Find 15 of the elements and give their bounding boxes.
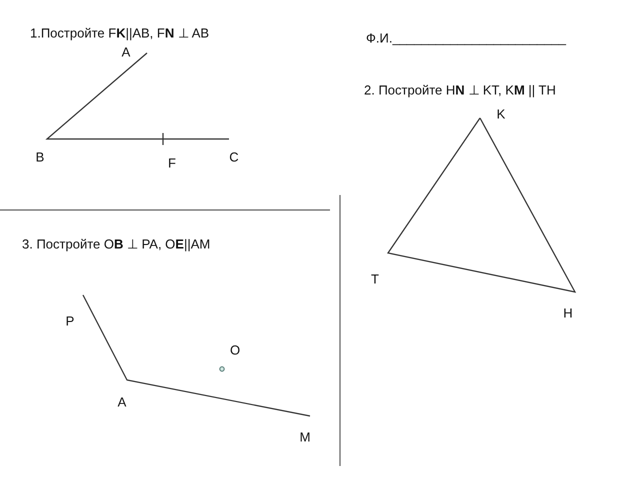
point-label: H [563, 306, 573, 320]
task-heading: 3. Постройте OB ⊥ PA, OE||AM [22, 236, 210, 252]
point-label: K [496, 106, 506, 122]
point-label: B [36, 150, 44, 164]
task-heading: 1.Постройте FK||AB, FN ⊥ AB [30, 26, 210, 40]
point-label: P [66, 314, 74, 328]
point-label: C [229, 150, 239, 164]
task-heading: 2. Постройте HN ⊥ KT, KM || TH [364, 82, 556, 98]
point-label: M [300, 430, 310, 444]
point-label: A [122, 44, 130, 60]
point-label: F [168, 156, 176, 170]
point-label: A [118, 394, 126, 410]
point-label: O [230, 342, 240, 358]
name-fill-in-line: Ф.И.________________________ [366, 30, 566, 46]
point-label: T [371, 272, 379, 286]
